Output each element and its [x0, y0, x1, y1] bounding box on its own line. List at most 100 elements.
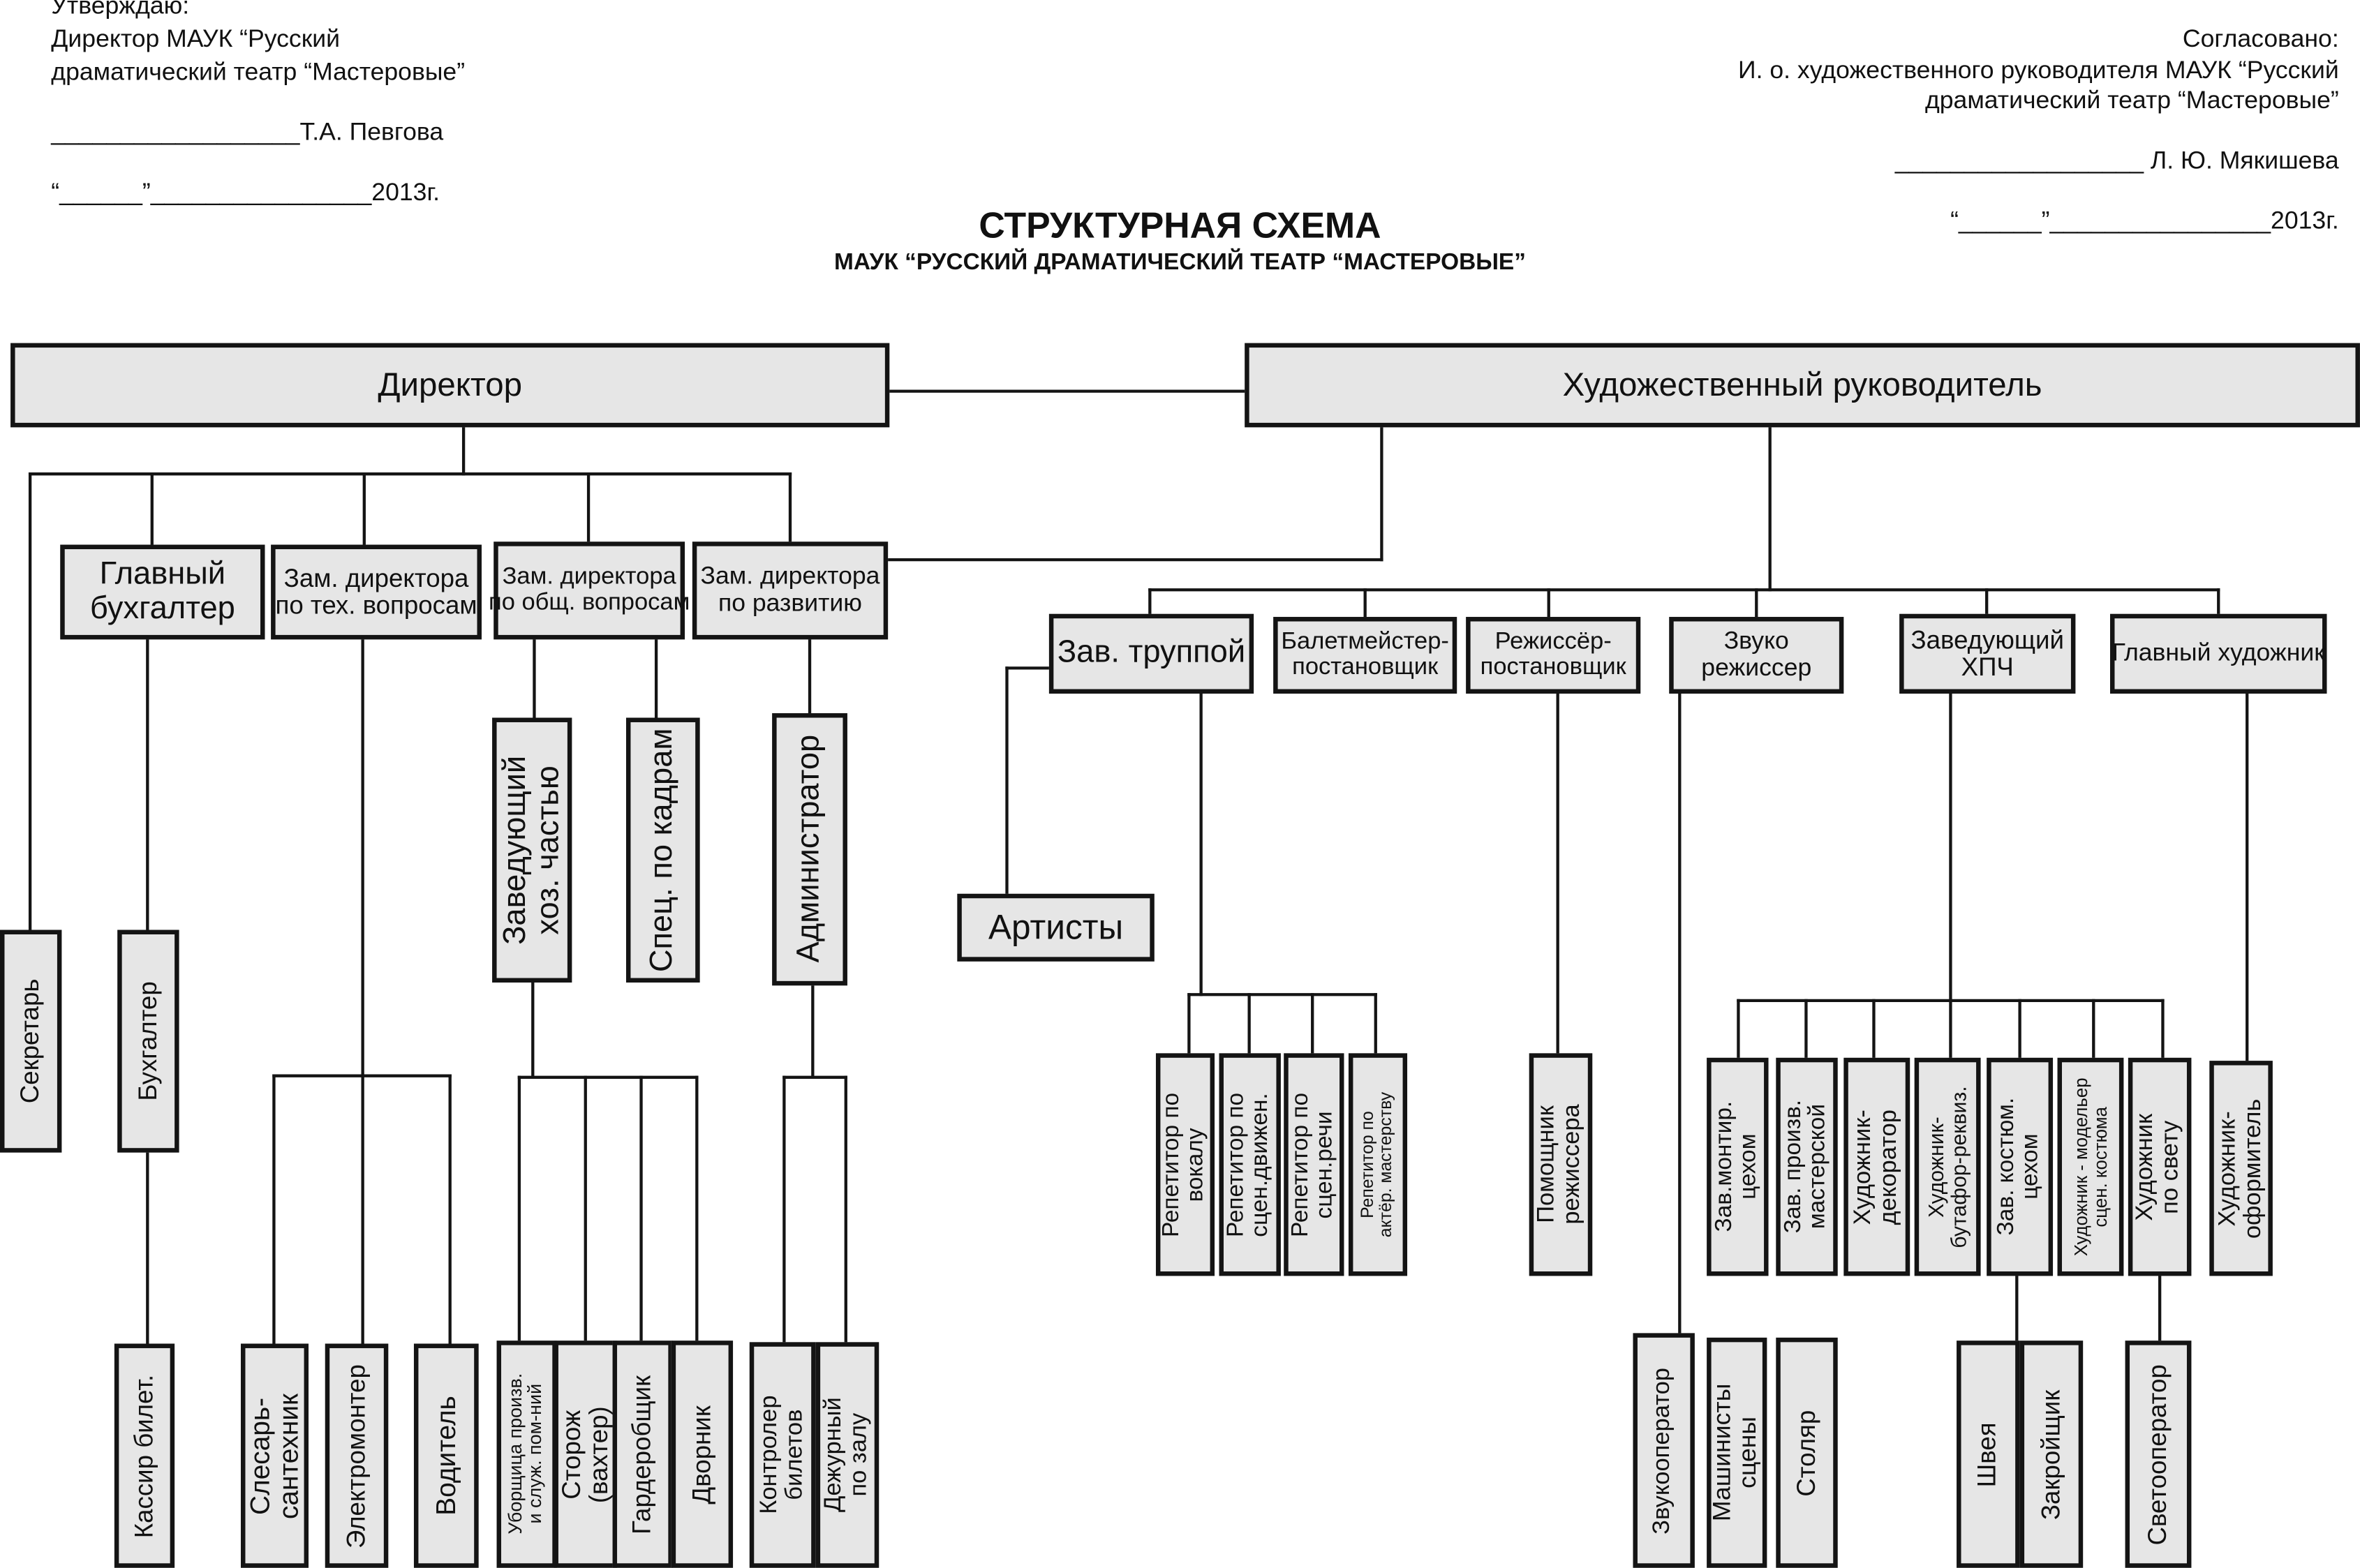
node-ballet-master-label: Балетмейстер- постановщик [1281, 628, 1449, 680]
node-cleaner: Уборщица произв. и служ. пом-ний [496, 1341, 557, 1568]
page-subtitle: МАУК “РУССКИЙ ДРАМАТИЧЕСКИЙ ТЕАТР “МАСТЕ… [833, 249, 1526, 276]
node-troupe-head: Зав. труппой [1048, 613, 1254, 694]
node-hpch-head: Заведующий ХПЧ [1899, 613, 2076, 694]
node-administrator: Администратор [772, 713, 847, 986]
node-artist-decorator: Художник- декоратор [1843, 1057, 1910, 1276]
node-artist-props: Художник- бутафор-реквиз. [1914, 1057, 1981, 1276]
node-hall-attendant-label: Дежурный по залу [820, 1397, 872, 1513]
node-tutor-acting: Репетитор по актёр. мастерству [1348, 1053, 1408, 1276]
node-janitor: Дворник [671, 1341, 734, 1568]
approval-right-heading: Согласовано: [2182, 25, 2339, 53]
node-seamstress-label: Швея [1973, 1421, 2002, 1487]
node-watchman-label: Сторож (вахтер) [557, 1405, 613, 1503]
node-janitor-label: Дворник [687, 1405, 716, 1504]
node-chief-artist: Главный художник [2109, 613, 2327, 694]
node-tutor-speech-label: Репетитор по сцен.речи [1288, 1092, 1338, 1237]
node-deputy-general-label: Зам. директора по общ. вопросам [489, 563, 690, 615]
approval-right-signature: __________________ Л. Ю. Мякишева [1894, 147, 2339, 175]
node-accountant-label: Бухгалтер [133, 981, 162, 1101]
node-sound-operator-label: Звукооператор [1649, 1367, 1676, 1534]
node-deputy-tech: Зам. директора по тех. вопросам [271, 544, 482, 640]
node-assistant-director-label: Помощник режиссера [1534, 1104, 1585, 1225]
node-chief-accountant: Главный бухгалтер [60, 544, 265, 640]
node-ticket-cashier: Кассир билет. [114, 1343, 175, 1568]
node-artist-props-label: Художник- бутафор-реквиз. [1924, 1085, 1971, 1248]
node-cutter: Закройщик [2019, 1341, 2084, 1568]
node-ticket-controller-label: Контролер билетов [755, 1395, 807, 1515]
node-driver: Водитель [413, 1343, 479, 1568]
node-stage-director-label: Режиссёр- постановщик [1480, 628, 1626, 680]
node-head-workshop: Зав. произв. мастерской [1776, 1057, 1838, 1276]
node-deputy-general: Зам. директора по общ. вопросам [489, 542, 690, 640]
node-head-workshop-label: Зав. произв. мастерской [1781, 1100, 1832, 1234]
node-tutor-vocal-label: Репетитор по вокалу [1159, 1092, 1210, 1237]
node-cloakroom-attendant: Гардеробщик [612, 1341, 673, 1568]
approval-left-signature: __________________Т.А. Певгова [51, 119, 444, 147]
node-hr-specialist: Спец. по кадрам [625, 717, 700, 983]
node-secretary: Секретарь [0, 929, 62, 1153]
node-ticket-controller: Контролер билетов [749, 1342, 816, 1568]
node-sound-operator: Звукооператор [1633, 1333, 1695, 1568]
node-deputy-development: Зам. директора по развитию [692, 542, 889, 640]
node-light-operator-label: Светооператор [2143, 1364, 2172, 1545]
node-artist-designer: Художник- оформитель [2209, 1061, 2273, 1276]
node-director-label: Директор [378, 366, 523, 404]
node-lighting-artist-label: Художник по свету [2132, 1113, 2184, 1221]
node-accountant: Бухгалтер [117, 929, 179, 1153]
node-artist-decorator-label: Художник- декоратор [1850, 1109, 1901, 1225]
node-assistant-director: Помощник режиссера [1529, 1053, 1593, 1276]
node-head-household: Заведующий хоз. частью [492, 717, 572, 983]
approval-left-organization: драматический театр “Мастеровые” [51, 59, 466, 86]
node-deputy-development-label: Зам. директора по развитию [700, 562, 880, 616]
approval-left-date: “______”________________2013г. [51, 179, 440, 207]
node-plumber-label: Слесарь- сантехник [244, 1393, 304, 1519]
node-driver-label: Водитель [430, 1396, 461, 1516]
node-art-director-label: Художественный руководитель [1562, 366, 2042, 404]
node-actors-label: Артисты [988, 908, 1124, 948]
approval-right-position: И. о. художественного руководителя МАУК … [1738, 57, 2339, 84]
node-tutor-movement-label: Репетитор по сцен.движен. [1224, 1092, 1275, 1237]
approval-right-organization: драматический театр “Мастеровые” [1924, 87, 2339, 114]
node-ticket-cashier-label: Кассир билет. [129, 1373, 158, 1538]
node-sound-director-label: Звуко режиссер [1701, 627, 1812, 681]
node-costume-designer-label: Художник - модельер сцен. костюма [2070, 1077, 2111, 1257]
node-ballet-master: Балетмейстер- постановщик [1273, 617, 1457, 694]
node-secretary-label: Секретарь [15, 978, 45, 1104]
node-carpenter-label: Столяр [1792, 1409, 1821, 1496]
node-light-operator: Светооператор [2125, 1341, 2192, 1568]
node-head-assembly-label: Зав.монтир. цехом [1712, 1101, 1762, 1232]
node-head-costume-label: Зав. костюм. цехом [1994, 1098, 2044, 1236]
approval-left-position: Директор МАУК “Русский [51, 25, 341, 53]
node-hr-specialist-label: Спец. по кадрам [644, 728, 680, 973]
node-deputy-tech-label: Зам. директора по тех. вопросам [275, 563, 477, 620]
node-actors: Артисты [957, 893, 1155, 962]
page-title: СТРУКТУРНАЯ СХЕМА [979, 206, 1381, 247]
node-tutor-speech: Репетитор по сцен.речи [1284, 1053, 1344, 1276]
node-head-assembly: Зав.монтир. цехом [1707, 1057, 1769, 1276]
node-chief-accountant-label: Главный бухгалтер [89, 557, 235, 625]
node-tutor-acting-label: Репетитор по актёр. мастерству [1359, 1091, 1396, 1238]
node-tutor-movement: Репетитор по сцен.движен. [1219, 1053, 1281, 1276]
node-head-household-label: Заведующий хоз. частью [497, 755, 565, 945]
node-sound-director: Звуко режиссер [1669, 617, 1844, 694]
node-stage-machinists-label: Машинисты сцены [1709, 1384, 1762, 1522]
node-seamstress: Швея [1957, 1341, 2020, 1568]
node-cutter-label: Закройщик [2036, 1389, 2065, 1520]
node-electrician-label: Электромонтер [341, 1364, 371, 1548]
node-carpenter: Столяр [1776, 1337, 1838, 1568]
node-plumber: Слесарь- сантехник [240, 1343, 309, 1568]
node-cloakroom-attendant-label: Гардеробщик [628, 1374, 657, 1534]
node-stage-director: Режиссёр- постановщик [1466, 617, 1641, 694]
node-head-costume: Зав. костюм. цехом [1987, 1057, 2054, 1276]
node-watchman: Сторож (вахтер) [554, 1341, 618, 1568]
approval-left-heading: Утверждаю: [51, 0, 190, 20]
node-administrator-label: Администратор [792, 735, 826, 964]
node-troupe-head-label: Зав. труппой [1057, 635, 1246, 671]
node-cleaner-label: Уборщица произв. и служ. пом-ний [505, 1373, 547, 1535]
node-hpch-head-label: Заведующий ХПЧ [1910, 625, 2064, 681]
node-hall-attendant: Дежурный по залу [815, 1342, 880, 1568]
approval-right-date: “______”________________2013г. [1950, 207, 2339, 235]
node-tutor-vocal: Репетитор по вокалу [1155, 1053, 1215, 1276]
